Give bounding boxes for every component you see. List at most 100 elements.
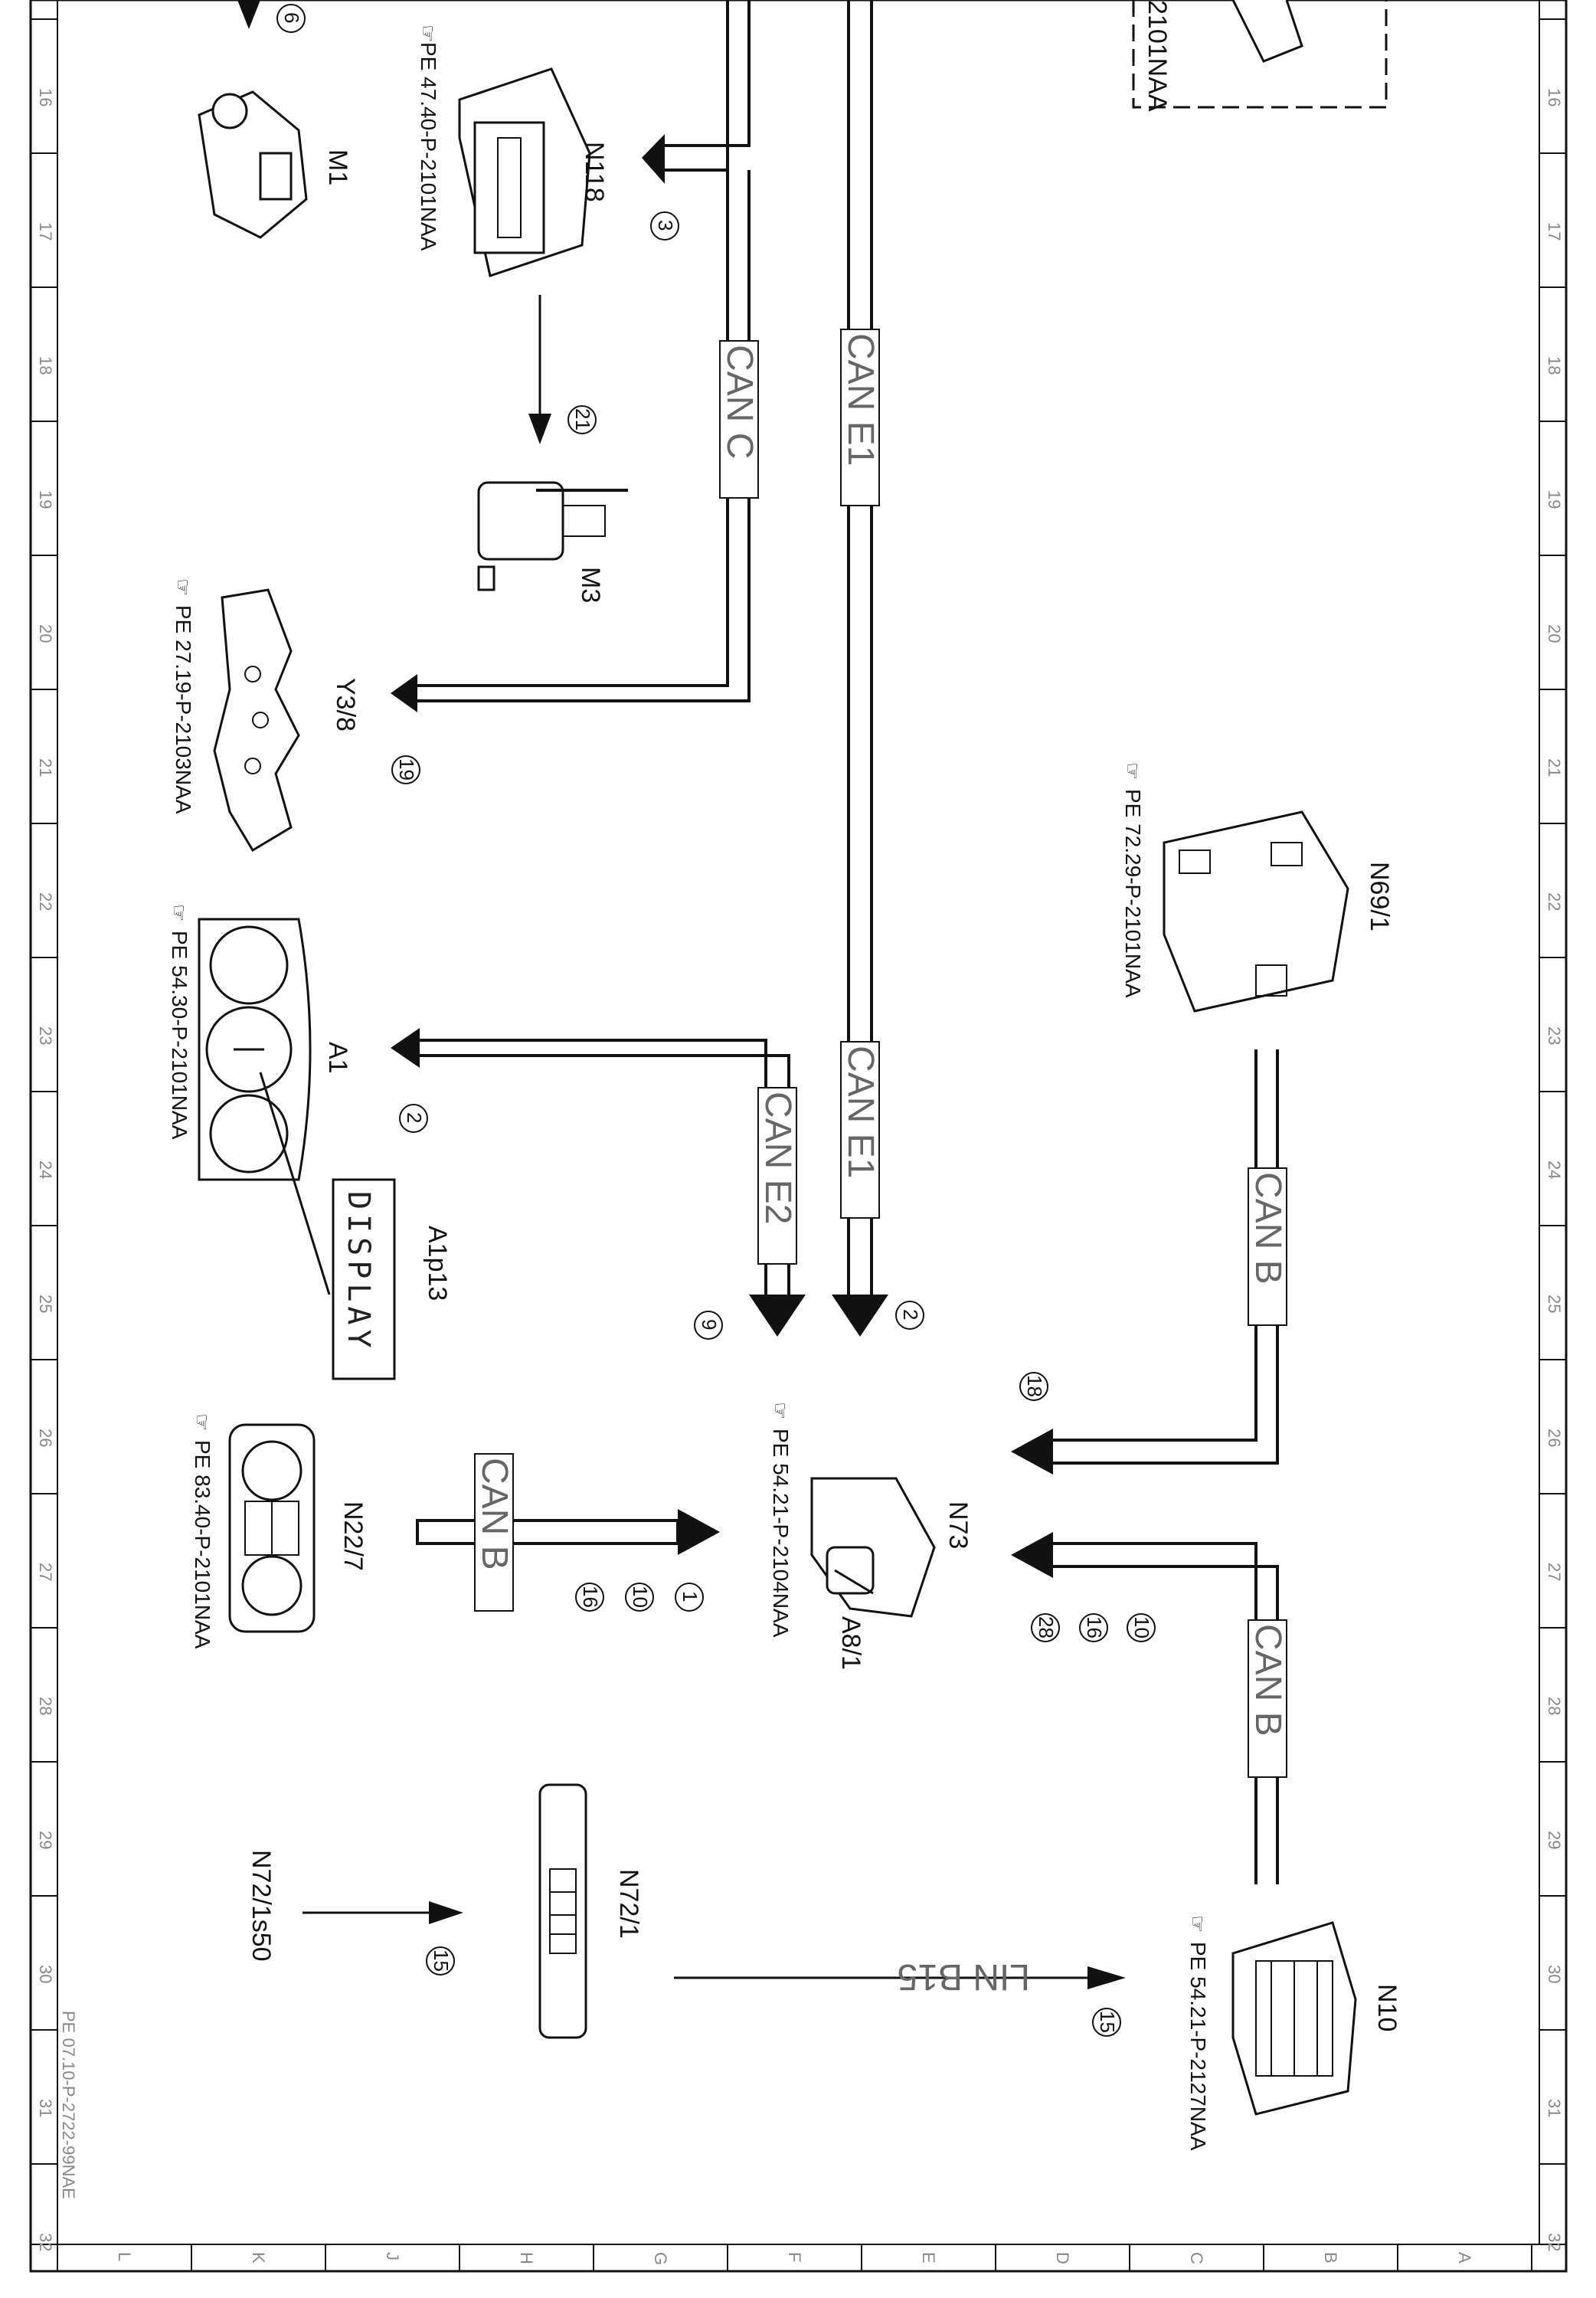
row-number: 27 (36, 1563, 55, 1581)
row-numbers-right: 16 17 18 19 20 21 22 23 24 25 26 27 28 2… (1545, 88, 1564, 2251)
arrowhead-a1 (391, 1028, 420, 1068)
label-m3: M3 (576, 567, 605, 603)
display-text: DISPLAY (341, 1191, 376, 1353)
arrowhead-lin-b15 (1087, 1966, 1126, 1989)
svg-text:21: 21 (571, 408, 594, 430)
row-number: 18 (36, 356, 55, 375)
ref-n118: PE 47.40-P-2101NAA (417, 42, 440, 251)
row-number: 29 (36, 1831, 55, 1849)
signal-16: 16 (1079, 1613, 1108, 1642)
arrowhead-n69-1-to-n73 (1011, 1429, 1053, 1475)
n72-1-switch-panel: N72/1 N72/1s50 (247, 1783, 643, 2039)
hand-pointer-icon: ☞ (172, 578, 195, 596)
column-letter: H (517, 2252, 536, 2264)
svg-text:10: 10 (1130, 1616, 1153, 1638)
column-letter: J (383, 2252, 402, 2260)
svg-text:16: 16 (579, 1586, 602, 1608)
row-number: 20 (1545, 624, 1564, 643)
column-letter: D (1053, 2252, 1072, 2264)
row-number: 20 (36, 624, 55, 643)
row-number: 19 (1545, 490, 1564, 509)
column-letters: L K J H G F E D C B A (115, 2252, 1474, 2265)
column-letter: B (1321, 2252, 1340, 2264)
signal-19: 19 (391, 755, 420, 784)
arrowhead-can-e2-down (749, 1295, 806, 1337)
row-number: 26 (36, 1429, 55, 1447)
row-number: 29 (1545, 1831, 1564, 1849)
hand-pointer-icon: ☞ (1186, 1915, 1209, 1933)
hand-pointer-icon: ☞ (417, 25, 440, 42)
a1-instrument-cluster: A1 PE 54.30-P-2101NAA ☞ (168, 904, 352, 1295)
row-number: 26 (1545, 1429, 1564, 1447)
row-number: 21 (1545, 758, 1564, 777)
arrowhead-y3-8 (391, 674, 417, 712)
n118-module: N118 PE 47.40-P-2101NAA ☞ (417, 25, 609, 277)
label-n10: N10 (1372, 1984, 1401, 2031)
bus-label-can-c: CAN C (719, 345, 760, 459)
label-n73: N73 (944, 1501, 973, 1549)
bus-label-can-e2: CAN E2 (757, 1092, 798, 1224)
row-number: 28 (1545, 1697, 1564, 1715)
label-a8-1: A8/1 (836, 1616, 865, 1670)
label-m1: M1 (323, 149, 352, 185)
signal-28: 28 (1031, 1613, 1060, 1642)
column-letter: A (1455, 2252, 1474, 2264)
bus-label-can-e1: CAN E1 (840, 333, 881, 466)
row-number: 17 (1545, 222, 1564, 241)
label-n72-1s50: N72/1s50 (247, 1850, 276, 1962)
column-letter: L (115, 2252, 134, 2261)
a1p13-display: DISPLAY A1p13 (332, 1178, 452, 1380)
svg-text:3: 3 (654, 220, 677, 231)
row-number: 31 (1545, 2099, 1564, 2117)
svg-text:2: 2 (899, 1309, 922, 1320)
hand-pointer-icon: ☞ (1121, 762, 1144, 780)
signal-6: 6 (276, 4, 306, 33)
row-number: 18 (1545, 356, 1564, 375)
svg-text:10: 10 (629, 1586, 652, 1608)
document-code: PE 07.10-P-2722-99NAE (59, 2011, 78, 2199)
svg-text:19: 19 (395, 758, 418, 781)
arrowhead-n118 (642, 134, 665, 184)
signal-21: 21 (567, 405, 597, 434)
hand-pointer-icon: ☞ (191, 1413, 214, 1431)
hand-pointer-icon: ☞ (168, 904, 191, 921)
row-numbers-left: 16 17 18 19 20 21 22 23 24 25 26 27 28 2… (36, 88, 55, 2251)
row-number: 32 (1545, 2233, 1564, 2251)
ref-a1: PE 54.30-P-2101NAA (168, 931, 191, 1140)
row-number: 31 (36, 2099, 55, 2117)
bus-label-can-b: CAN B (474, 1458, 515, 1570)
label-y3-8: Y3/8 (331, 678, 360, 732)
column-letter: K (249, 2252, 268, 2264)
column-letter: G (651, 2252, 670, 2265)
row-number: 19 (36, 490, 55, 509)
row-number: 22 (36, 892, 55, 911)
svg-text:2: 2 (403, 1112, 426, 1123)
svg-text:6: 6 (280, 12, 303, 23)
signal-18: 18 (1019, 1372, 1048, 1401)
svg-text:18: 18 (1023, 1375, 1046, 1397)
arrowhead-n72-1s50 (429, 1901, 463, 1924)
svg-text:1: 1 (679, 1591, 702, 1602)
top-partial-component: 2101NAA (1132, 0, 1388, 112)
signal-15: 15 (1092, 2008, 1121, 2037)
label-a1p13: A1p13 (423, 1226, 452, 1301)
signal-15: 15 (426, 1946, 455, 1976)
row-number: 27 (1545, 1563, 1564, 1581)
signal-10: 10 (1127, 1613, 1156, 1642)
bus-label-lin-b15: LIN B15 (898, 1956, 1030, 1997)
row-number: 25 (1545, 1295, 1564, 1313)
signal-2: 2 (895, 1301, 924, 1330)
ref-n10: PE 54.21-P-2127NAA (1186, 1942, 1210, 2151)
ref-n73: PE 54.21-P-2104NAA (769, 1429, 793, 1638)
signal-2: 2 (399, 1104, 428, 1133)
component-ref: 2101NAA (1143, 0, 1172, 112)
arrowheads (237, 0, 1126, 1989)
n73-ignition-switch: N73 A8/1 PE 54.21-P-2104NAA ☞ (769, 1402, 973, 1670)
row-number: 30 (1545, 1965, 1564, 1983)
row-number: 21 (36, 758, 55, 777)
row-number: 32 (36, 2233, 55, 2251)
row-number: 25 (36, 1295, 55, 1313)
hand-pointer-icon: ☞ (769, 1402, 792, 1419)
row-number: 16 (1545, 88, 1564, 106)
